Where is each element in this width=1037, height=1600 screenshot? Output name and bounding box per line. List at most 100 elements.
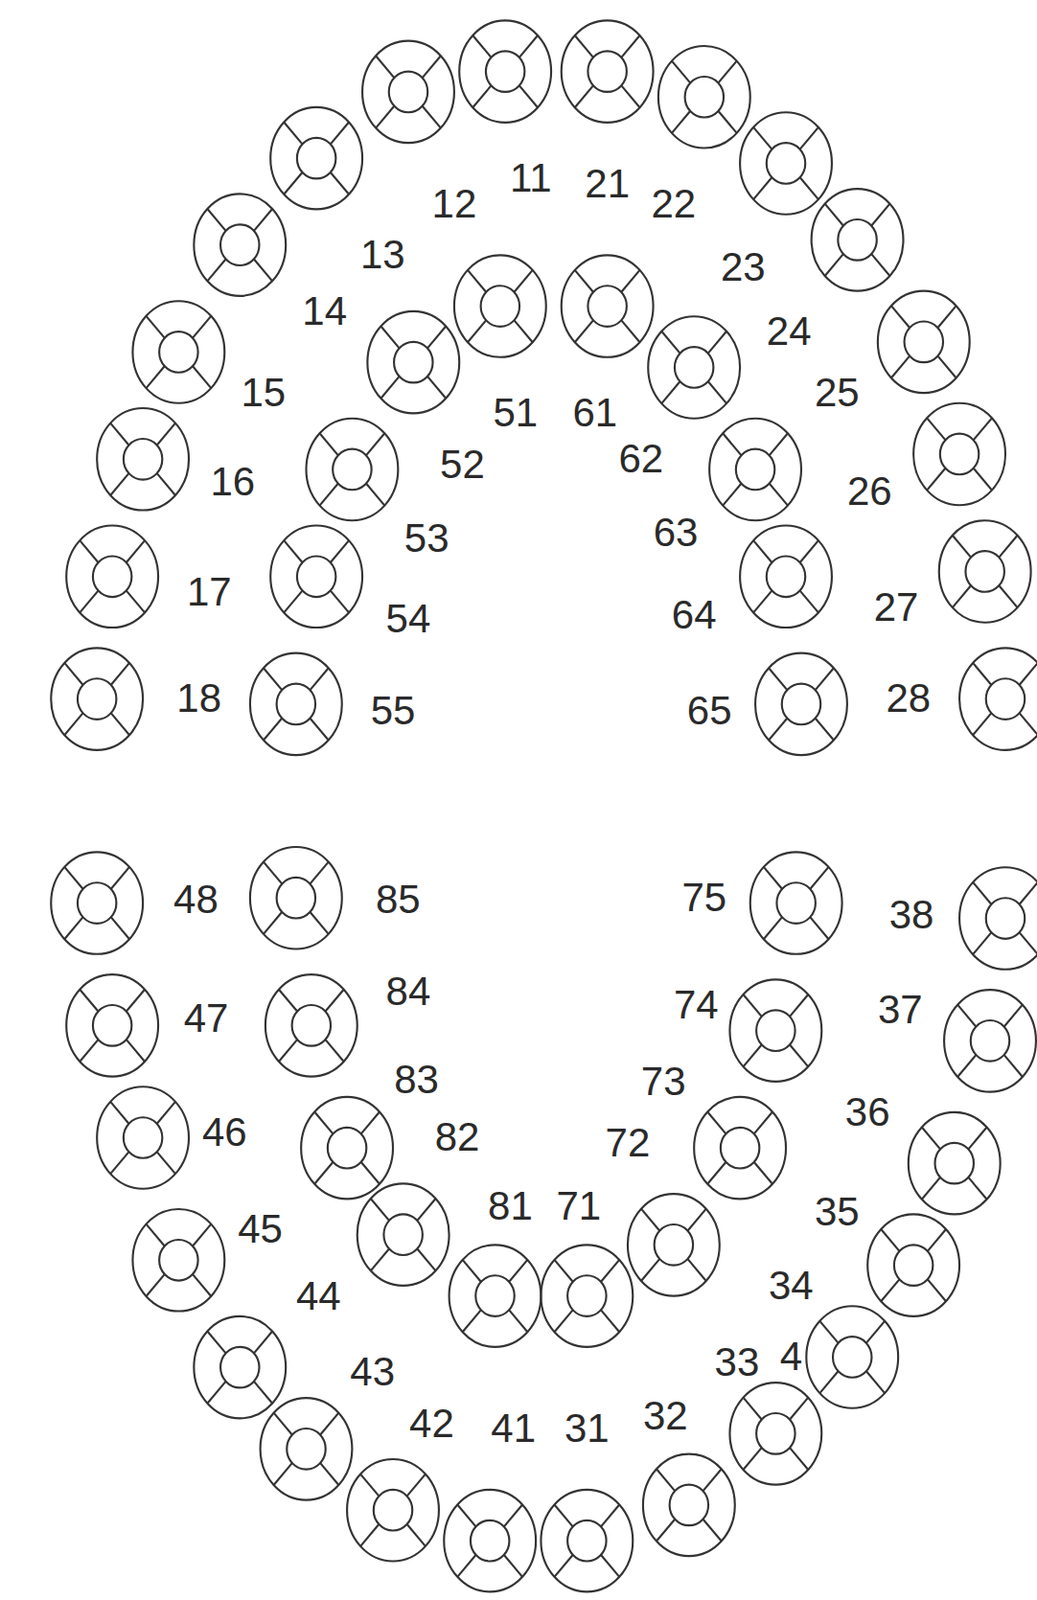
tooth-symbol	[867, 1214, 960, 1316]
surface-divider	[687, 1259, 707, 1282]
tooth-number: 35	[814, 1192, 860, 1233]
surface-divider	[366, 433, 386, 456]
surface-divider	[518, 35, 538, 58]
tooth-outline	[561, 20, 654, 122]
surface-divider	[972, 467, 992, 490]
tooth-number: 55	[370, 691, 416, 732]
tooth-symbol	[270, 526, 363, 628]
tooth-number: 74	[673, 985, 719, 1026]
surface-divider	[753, 177, 773, 200]
surface-divider	[207, 258, 227, 281]
tooth-symbol	[959, 647, 1037, 750]
tooth-outline	[250, 847, 343, 949]
tooth-symbol	[939, 520, 1032, 623]
surface-divider	[406, 1474, 426, 1498]
surface-divider	[871, 253, 891, 277]
surface-divider	[753, 540, 773, 563]
surface-divider	[641, 1259, 661, 1282]
surface-divider	[110, 917, 130, 940]
tooth-outline	[132, 1209, 225, 1312]
surface-divider	[921, 1176, 942, 1199]
tooth-number: 14	[301, 291, 347, 332]
surface-divider	[508, 1310, 529, 1333]
tooth-number: 31	[564, 1408, 610, 1450]
surface-divider	[957, 1005, 977, 1028]
tooth-number: 11	[509, 158, 553, 199]
surface-divider	[967, 1176, 988, 1199]
tooth-symbol	[561, 20, 654, 122]
tooth-outline	[250, 653, 343, 756]
surface-divider	[518, 85, 538, 108]
surface-divider	[553, 1260, 574, 1283]
surface-divider	[789, 1398, 809, 1421]
tooth-symbol	[811, 188, 904, 291]
surface-divider	[207, 208, 227, 231]
surface-divider	[416, 1248, 437, 1271]
surface-divider	[1018, 882, 1037, 905]
tooth-number: 72	[605, 1123, 651, 1164]
tooth-outline	[939, 520, 1032, 623]
tooth-symbol	[877, 291, 970, 393]
surface-divider	[156, 1152, 176, 1175]
surface-divider	[972, 713, 992, 736]
surface-divider	[880, 1279, 900, 1302]
surface-divider	[278, 1039, 299, 1062]
surface-divider	[819, 1371, 839, 1394]
tooth-symbol	[643, 1454, 736, 1557]
tooth-outline	[658, 46, 751, 148]
surface-divider	[553, 1310, 574, 1333]
tooth-number: 12	[432, 184, 478, 225]
tooth-outline	[739, 526, 832, 628]
tooth-symbol	[944, 990, 1037, 1092]
tooth-number: 41	[490, 1408, 536, 1450]
surface-divider	[427, 325, 447, 348]
surface-divider	[421, 55, 441, 78]
surface-divider	[661, 331, 681, 354]
tooth-symbol	[362, 41, 455, 143]
surface-divider	[1018, 713, 1037, 736]
surface-divider	[79, 590, 99, 613]
surface-divider	[314, 1111, 334, 1134]
surface-divider	[503, 1554, 523, 1577]
surface-divider	[366, 483, 386, 506]
tooth-number: 36	[845, 1092, 891, 1133]
tooth-number: 47	[184, 998, 230, 1039]
surface-divider	[283, 590, 303, 613]
surface-divider	[717, 111, 738, 134]
surface-divider	[253, 208, 274, 231]
surface-divider	[79, 1039, 99, 1062]
tooth-outline	[66, 526, 159, 628]
tooth-outline	[300, 1097, 393, 1199]
surface-divider	[253, 258, 274, 281]
tooth-symbol	[132, 1209, 225, 1312]
tooth-symbol	[305, 418, 398, 521]
surface-divider	[621, 35, 641, 58]
surface-divider	[967, 1127, 988, 1150]
surface-divider	[375, 55, 395, 78]
surface-divider	[871, 204, 891, 227]
tooth-outline	[443, 1490, 536, 1592]
tooth-symbol	[647, 316, 740, 418]
tooth-number: 64	[671, 595, 717, 636]
surface-divider	[110, 663, 130, 686]
tooth-symbol	[750, 852, 843, 954]
surface-divider	[513, 270, 533, 293]
surface-divider	[553, 1554, 574, 1577]
tooth-number: 32	[643, 1396, 689, 1437]
tooth-outline	[561, 254, 654, 357]
surface-divider	[207, 1331, 227, 1354]
surface-divider	[753, 127, 773, 150]
surface-divider	[320, 433, 340, 456]
surface-divider	[145, 1274, 165, 1297]
surface-divider	[742, 1398, 762, 1421]
tooth-symbol	[658, 46, 751, 148]
tooth-outline	[877, 291, 970, 393]
surface-divider	[110, 713, 130, 736]
surface-divider	[110, 423, 130, 446]
tooth-number: 62	[618, 438, 664, 480]
surface-divider	[278, 990, 299, 1013]
surface-divider	[671, 61, 692, 84]
surface-divider	[416, 1198, 437, 1222]
tooth-number: 16	[209, 461, 255, 503]
surface-divider	[467, 270, 487, 293]
